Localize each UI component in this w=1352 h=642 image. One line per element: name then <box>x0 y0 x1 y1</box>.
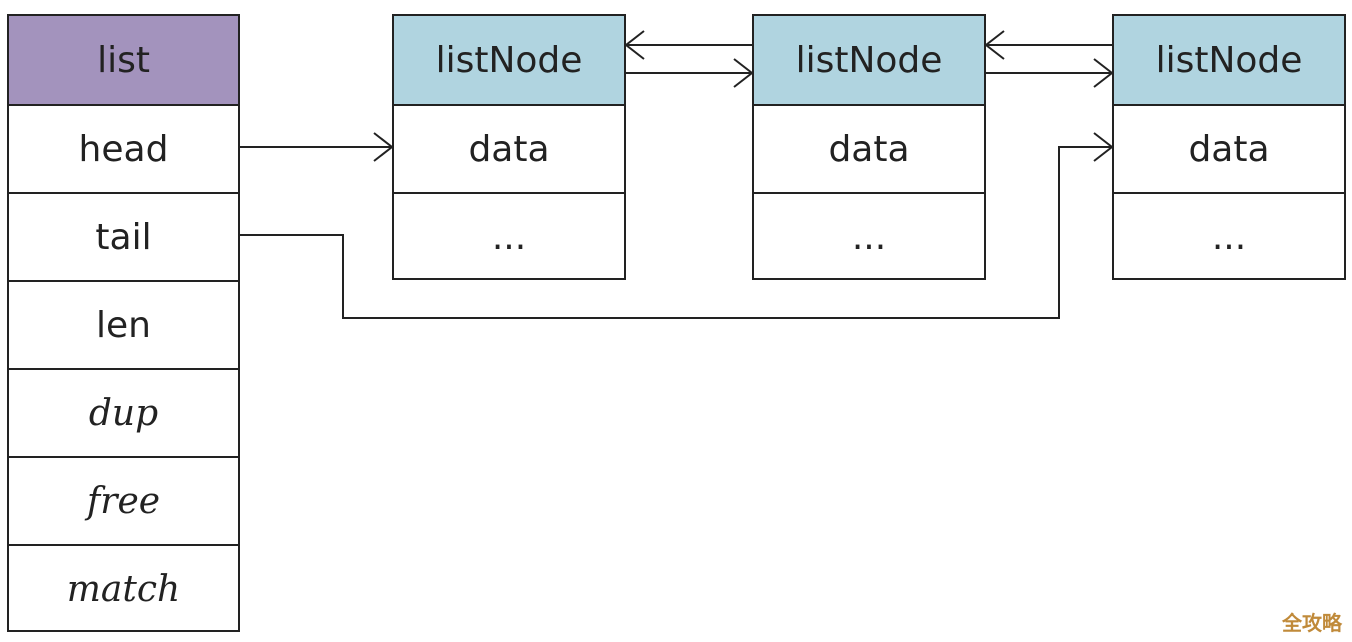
list-field-free: free <box>9 456 238 544</box>
list-title: list <box>9 16 238 104</box>
node-title: listNode <box>1114 16 1344 104</box>
node-title: listNode <box>394 16 624 104</box>
prev-arrowhead-1 <box>624 30 645 60</box>
list-node-2: listNode data ... <box>752 14 986 280</box>
list-struct: list head tail len dup free match <box>7 14 240 632</box>
list-field-match: match <box>9 544 238 632</box>
list-field-head: head <box>9 104 238 192</box>
list-node-3: listNode data ... <box>1112 14 1346 280</box>
tail-pointer-arrowhead <box>1093 132 1114 162</box>
tail-pointer-arrow <box>240 146 1112 319</box>
node-data: data <box>754 104 984 192</box>
node-data: data <box>394 104 624 192</box>
list-field-len: len <box>9 280 238 368</box>
node-data: data <box>1114 104 1344 192</box>
node-more: ... <box>394 192 624 280</box>
list-field-dup: dup <box>9 368 238 456</box>
next-arrowhead-1 <box>733 58 754 88</box>
list-field-tail: tail <box>9 192 238 280</box>
node-more: ... <box>1114 192 1344 280</box>
next-arrowhead-2 <box>1093 58 1114 88</box>
watermark: 全攻略 <box>1282 611 1342 635</box>
node-more: ... <box>754 192 984 280</box>
list-node-1: listNode data ... <box>392 14 626 280</box>
node-title: listNode <box>754 16 984 104</box>
prev-arrowhead-2 <box>984 30 1005 60</box>
head-pointer-arrowhead <box>373 132 394 162</box>
